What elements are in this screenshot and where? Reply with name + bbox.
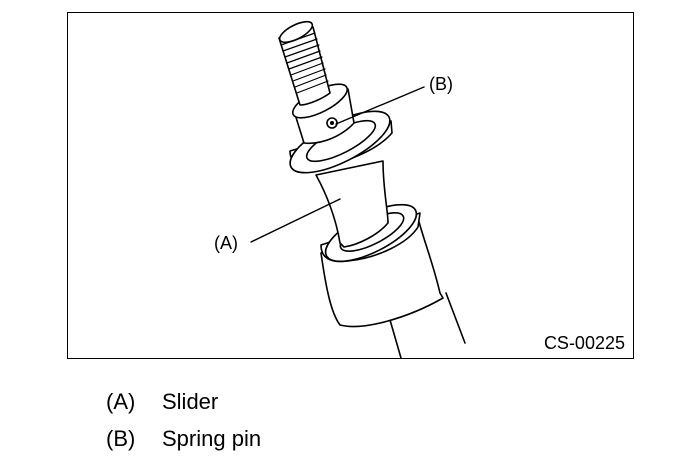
slider-illustration [250,20,466,358]
legend-key: (A) [106,389,136,414]
legend-item-slider: (A) Slider [106,390,218,414]
leader-line-b [335,86,425,125]
legend-key: (B) [106,426,136,451]
legend-text: Spring pin [162,426,262,451]
legend-item-spring-pin: (B) Spring pin [106,427,261,451]
diagram-frame: (A) (B) CS-00225 [67,12,634,359]
figure-id: CS-00225 [543,333,625,353]
callout-a: (A) [214,233,238,253]
slider-body [289,110,393,248]
threaded-stud [278,20,331,106]
legend-text: Slider [162,389,219,414]
callout-b: (B) [429,74,453,94]
leader-line-a [250,198,341,243]
